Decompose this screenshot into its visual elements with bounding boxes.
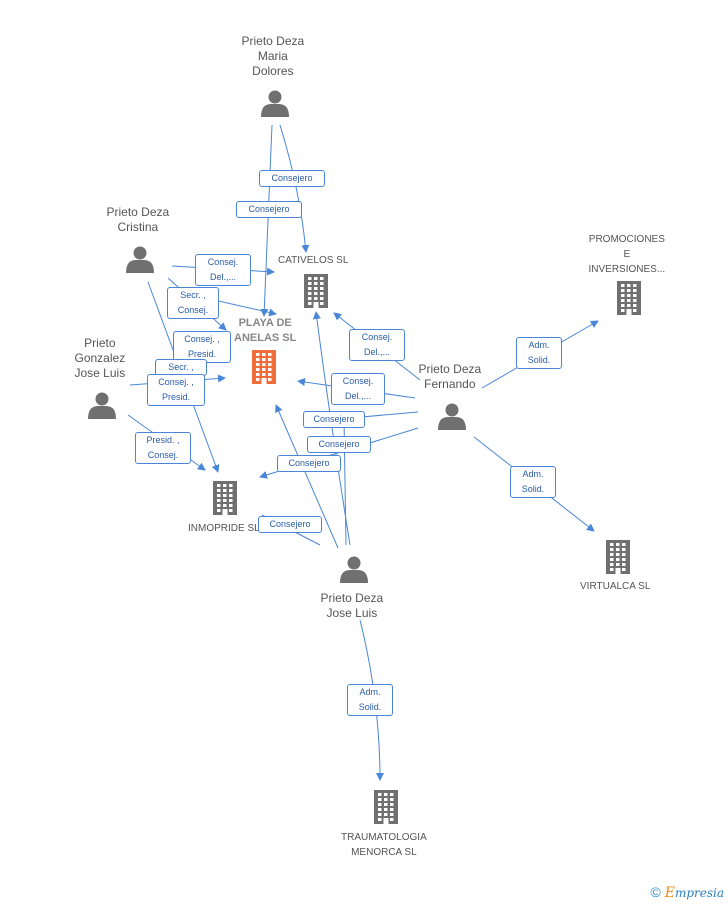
edge-maria-playa — [260, 124, 273, 317]
relationship-label[interactable]: Consejero — [236, 201, 302, 218]
brand-mark: E — [664, 885, 675, 901]
person-label-line: Gonzalez — [74, 351, 126, 365]
main-company-label-line: PLAYA DE — [238, 317, 292, 329]
relationship-label-line: Del.,... — [344, 391, 371, 401]
relationship-label-line: Del.,... — [363, 347, 390, 357]
relationship-label[interactable]: Consejero — [307, 436, 371, 453]
relationship-label-line: Consej. — [177, 305, 209, 315]
person-label-line: Dolores — [252, 64, 294, 78]
person-icon[interactable] — [88, 392, 116, 420]
person-label-line: Jose Luis — [326, 606, 378, 620]
company-building-icon[interactable] — [213, 481, 237, 515]
company-label[interactable]: TRAUMATOLOGIA MENORCA SL — [341, 830, 427, 860]
person-label-line: Maria — [257, 49, 288, 63]
person-label-line: Prieto Deza — [106, 205, 170, 219]
relationship-label-line: Solid. — [527, 355, 551, 365]
relationship-label[interactable]: Consej. Del.,... — [331, 373, 385, 405]
company-building-icon[interactable] — [304, 274, 328, 308]
relationship-label-line: Consejero — [318, 439, 360, 449]
relationship-label[interactable]: Secr. , Consej. — [167, 287, 219, 319]
person-label-line: Fernando — [424, 377, 476, 391]
edge-joseluis-playa — [275, 404, 339, 549]
relationship-label[interactable]: Consej. Del.,... — [195, 254, 251, 286]
relationship-label[interactable]: Consej. Del.,... — [349, 329, 405, 361]
main-company-label[interactable]: PLAYA DE ANELAS SL — [234, 316, 296, 346]
relationship-label-line: Consej. — [342, 376, 374, 386]
person-icon[interactable] — [126, 246, 154, 274]
relationship-label-line: Consejero — [288, 458, 330, 468]
company-label-line: CATIVELOS SL — [278, 255, 349, 266]
relationship-label-line: Consej. , — [184, 334, 220, 344]
company-building-icon[interactable] — [374, 790, 398, 824]
company-building-icon[interactable] — [617, 281, 641, 315]
relationship-label[interactable]: Consejero — [259, 170, 325, 187]
relationship-label-line: Secr. , — [180, 290, 206, 300]
company-label[interactable]: PROMOCIONES E INVERSIONES... — [589, 232, 666, 277]
company-label-line: INVERSIONES... — [588, 264, 666, 275]
relationship-label-line: Consejero — [248, 204, 290, 214]
relationship-label-line: Adm. — [359, 687, 381, 697]
footer-brand: ©Empresia — [650, 884, 724, 901]
node-icons — [88, 90, 641, 824]
company-label-line: TRAUMATOLOGIA — [341, 832, 427, 843]
person-icon[interactable] — [438, 403, 466, 431]
relationship-label[interactable]: Presid. , Consej. — [135, 432, 191, 464]
company-label-line: MENORCA SL — [351, 847, 417, 858]
company-label-line: VIRTUALCA SL — [580, 581, 651, 592]
relationship-label[interactable]: Adm. Solid. — [510, 466, 556, 498]
relationship-label-line: Consejero — [269, 519, 311, 529]
company-label-line: E — [623, 249, 631, 260]
person-label-line: Prieto Deza — [320, 591, 384, 605]
relationship-label-line: Presid. — [187, 349, 216, 359]
person-icon[interactable] — [340, 556, 368, 584]
relationship-label[interactable]: Adm. Solid. — [516, 337, 562, 369]
company-building-icon[interactable] — [606, 540, 630, 574]
brand-name: mpresia — [674, 886, 724, 900]
person-label-line: Prieto Deza — [241, 34, 305, 48]
relationship-label-line: Solid. — [358, 702, 382, 712]
relationship-label[interactable]: Adm. Solid. — [347, 684, 393, 716]
company-label-line: INMOPRIDE SL — [188, 523, 260, 534]
relationship-label-line: Adm. — [522, 469, 544, 479]
person-label-line: Jose Luis — [74, 366, 126, 380]
copyright-icon: © — [650, 884, 661, 900]
company-label[interactable]: VIRTUALCA SL — [580, 579, 650, 594]
relationship-label-line: Presid. — [161, 392, 190, 402]
relationship-label-line: Solid. — [521, 484, 545, 494]
person-label-line: Prieto — [84, 336, 116, 350]
person-label-line: Prieto Deza — [418, 362, 482, 376]
relationship-label[interactable]: Consejero — [277, 455, 341, 472]
relationship-label-line: Consej. — [207, 257, 239, 267]
person-icon[interactable] — [261, 90, 289, 118]
main-company-building-icon[interactable] — [252, 350, 276, 384]
relationship-label-line: Presid. , — [146, 435, 180, 445]
relationship-label[interactable]: Consej. , Presid. — [147, 374, 205, 406]
main-company-label-line: ANELAS SL — [234, 332, 297, 344]
edge-maria-cativelos — [279, 124, 310, 253]
relationship-label[interactable]: Consej. , Presid. — [173, 331, 231, 363]
relationship-label-line: Consejero — [313, 414, 355, 424]
company-label[interactable]: INMOPRIDE SL — [188, 521, 260, 536]
relationship-label-line: Consejero — [271, 173, 313, 183]
person-label-line: Cristina — [117, 220, 159, 234]
relationship-label[interactable]: Consejero — [303, 411, 365, 428]
relationship-label-line: Consej. , — [158, 377, 194, 387]
relationship-label-line: Consej. — [361, 332, 393, 342]
relationship-label-line: Adm. — [528, 340, 550, 350]
company-label-line: PROMOCIONES — [588, 234, 665, 245]
relationship-label-line: Consej. — [147, 450, 179, 460]
relationship-label[interactable]: Consejero — [258, 516, 322, 533]
relationship-label-line: Del.,... — [209, 272, 236, 282]
relationship-label-line: Secr. , — [168, 362, 194, 372]
company-label[interactable]: CATIVELOS SL — [278, 253, 348, 268]
